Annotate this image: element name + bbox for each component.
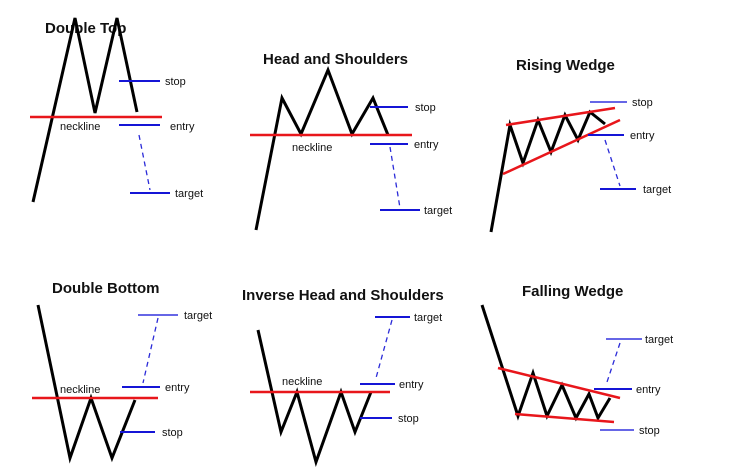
price-line [480, 304, 612, 422]
lower-trendline [502, 118, 621, 176]
target-label: target [175, 188, 203, 200]
upper-trendline [497, 366, 621, 400]
pattern-title: Rising Wedge [516, 57, 615, 74]
stop-label: stop [639, 425, 660, 437]
neckline-label: neckline [60, 121, 100, 133]
price-line [256, 329, 373, 468]
entry-label: entry [636, 384, 661, 396]
target-label: target [424, 205, 452, 217]
price-line [36, 304, 137, 464]
neckline-label: neckline [60, 384, 100, 396]
pattern-double-bottom: Double Bottom neckline target entry stop [32, 280, 212, 464]
projection-line [142, 317, 159, 384]
projection-line [375, 319, 393, 379]
pattern-double-top: Double Top neckline stop entry target [30, 17, 203, 203]
upper-trendline [505, 106, 616, 127]
neckline-label: neckline [282, 376, 322, 388]
entry-label: entry [414, 139, 439, 151]
pattern-title: Inverse Head and Shoulders [242, 287, 444, 304]
lower-trendline [514, 412, 615, 424]
stop-label: stop [162, 427, 183, 439]
price-line [254, 65, 390, 231]
target-label: target [643, 184, 671, 196]
pattern-title: Double Bottom [52, 280, 159, 297]
projection-line [605, 342, 621, 386]
stop-label: stop [398, 413, 419, 425]
entry-label: entry [165, 382, 190, 394]
stop-label: stop [632, 97, 653, 109]
entry-label: entry [630, 130, 655, 142]
projection-line [604, 139, 621, 187]
entry-label: entry [170, 121, 195, 133]
pattern-head-and-shoulders: Head and Shoulders neckline stop entry t… [250, 51, 452, 231]
pattern-title: Head and Shoulders [263, 51, 408, 68]
stop-label: stop [415, 102, 436, 114]
pattern-inverse-head-and-shoulders: Inverse Head and Shoulders neckline targ… [242, 287, 444, 468]
pattern-rising-wedge: Rising Wedge stop entry target [489, 57, 671, 233]
price-line [31, 17, 139, 203]
projection-line [389, 146, 401, 209]
projection-line [138, 134, 151, 191]
target-label: target [414, 312, 442, 324]
pattern-title: Falling Wedge [522, 283, 623, 300]
pattern-title: Double Top [45, 20, 126, 37]
target-label: target [184, 310, 212, 322]
pattern-falling-wedge: Falling Wedge target entry stop [480, 283, 673, 437]
target-label: target [645, 334, 673, 346]
stop-label: stop [165, 76, 186, 88]
neckline-label: neckline [292, 142, 332, 154]
entry-label: entry [399, 379, 424, 391]
